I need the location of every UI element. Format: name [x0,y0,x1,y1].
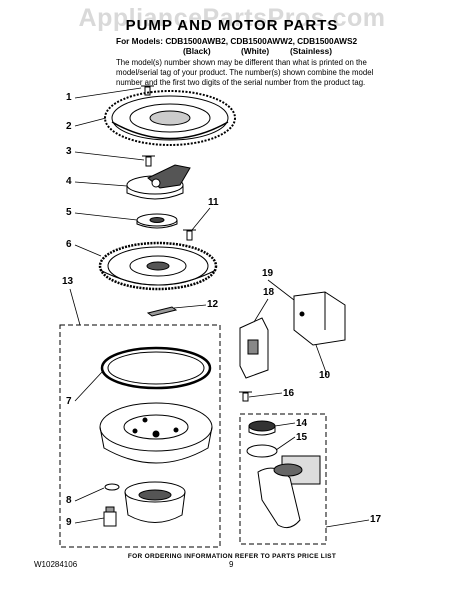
callout-13: 13 [62,276,74,287]
part-15-ring [246,444,278,458]
callout-18: 18 [263,287,275,298]
callout-1: 1 [66,92,72,103]
callout-19: 19 [262,268,274,279]
part-7-gasket [100,346,212,390]
part-13-enclosure [59,324,221,548]
part-8-ring [104,483,120,491]
part-1-screw [141,85,154,96]
callout-2: 2 [66,121,72,132]
part-17-drain-pump [239,413,327,545]
callout-15: 15 [296,432,308,443]
callout-17: 17 [370,514,382,525]
callout-12: 12 [207,299,219,310]
part-4-chopper [126,164,191,200]
part-3-screw [142,155,155,167]
callout-8: 8 [66,495,72,506]
callout-3: 3 [66,146,72,157]
callout-14: 14 [296,418,308,429]
part-2-filter-disk [104,90,236,146]
part-18-bracket [239,317,269,379]
part-5-impeller [136,213,178,229]
part-11-screw [183,229,196,241]
part-6-housing [98,241,218,291]
document-id: W10284106 [34,560,78,569]
part-9-sensor [103,506,117,527]
variant-stainless: (Stainless) [290,46,332,56]
page-title: PUMP AND MOTOR PARTS [125,17,339,34]
model-note: The model(s) number shown may be differe… [116,58,374,87]
callout-5: 5 [66,207,72,218]
part-12-seal [146,306,178,317]
models-line: For Models: CDB1500AWB2, CDB1500AWW2, CD… [116,36,358,46]
part-19-cover [293,291,346,346]
watermark: AppliancePartsPros.com [78,4,386,32]
callout-10: 10 [319,370,331,381]
callout-6: 6 [66,239,72,250]
part-16-screw [239,391,252,402]
sump-bowl [99,402,213,464]
part-14-cap [248,420,276,436]
variant-black: (Black) [183,46,211,56]
variant-white: (White) [241,46,270,56]
callout-9: 9 [66,517,72,528]
page-number: 9 [229,560,234,569]
ordering-footer: FOR ORDERING INFORMATION REFER TO PARTS … [127,553,337,560]
callout-11: 11 [208,197,219,208]
callout-16: 16 [283,388,295,399]
leader-lines [69,87,370,528]
pump-motor [124,481,186,523]
callout-7: 7 [66,396,72,407]
callout-4: 4 [66,176,72,187]
